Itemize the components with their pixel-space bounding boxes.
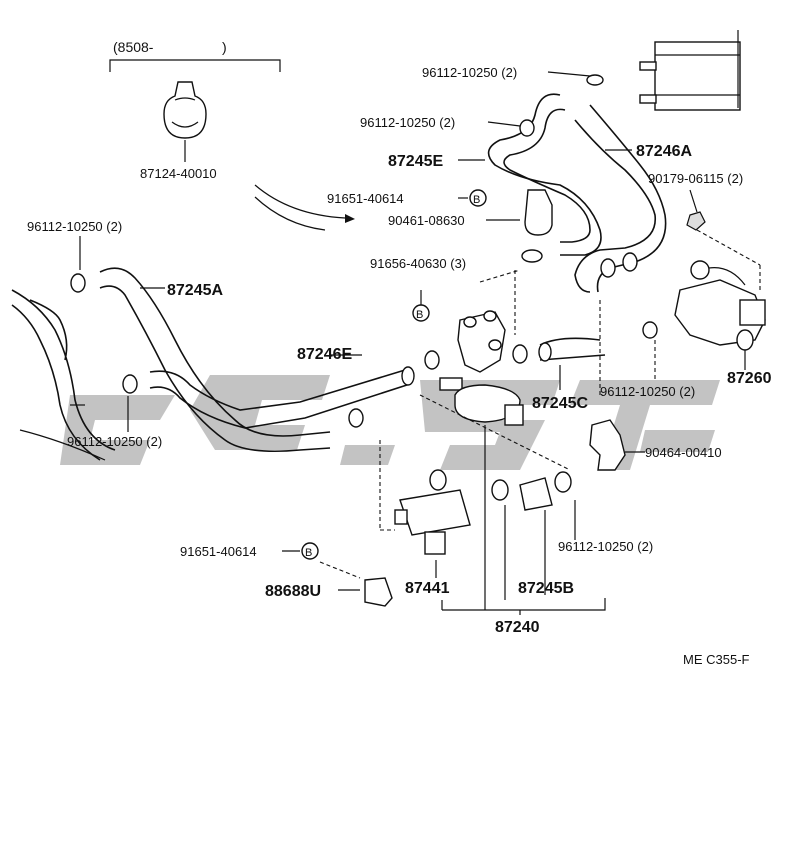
label-8508: (8508- <box>113 39 154 55</box>
reference-code: ME C355-F <box>683 652 750 667</box>
center-valve-assembly: 91656-40630 (3) B 87245C <box>370 256 606 471</box>
label-96112-lowright: 96112-10250 (2) <box>558 539 653 554</box>
label-91651-top: 91651-40614 <box>327 191 404 206</box>
label-91656-40630: 91656-40630 (3) <box>370 256 466 271</box>
clamp-bracket-group: (8508- ) 87124-40010 <box>109 39 355 231</box>
svg-text:B: B <box>416 309 423 321</box>
label-96112-top1: 96112-10250 (2) <box>422 65 517 80</box>
label-90464-00410: 90464-00410 <box>645 445 722 460</box>
bolt-b-mark-icon <box>469 189 487 207</box>
upper-hoses: 96112-10250 (2) 96112-10250 (2) 87245E 8… <box>360 65 692 293</box>
label-96112-right: 96112-10250 (2) <box>600 384 695 399</box>
label-87246E: 87246E <box>297 346 352 363</box>
label-96112-top2: 96112-10250 (2) <box>360 115 455 130</box>
label-87441: 87441 <box>405 580 450 597</box>
label-87245C: 87245C <box>532 395 588 412</box>
charcoal-canister <box>639 30 741 111</box>
lower-components: 96112-10250 (2) 91651-40614 B 88688U 874… <box>180 425 653 636</box>
label-87260: 87260 <box>727 370 772 387</box>
bracket-90464: 90464-00410 <box>589 419 722 471</box>
bolt-b-mark-icon <box>301 542 319 560</box>
label-90179-06115: 90179-06115 (2) <box>648 171 743 186</box>
clip-90461-group: 91651-40614 B 90461-08630 90179-06115 (2… <box>327 171 761 290</box>
svg-text:B: B <box>305 547 312 559</box>
label-96112-lowleft: 96112-10250 (2) <box>67 434 162 449</box>
label-88688U: 88688U <box>265 583 321 600</box>
watermark-logo <box>60 375 720 470</box>
label-87245A: 87245A <box>167 282 223 299</box>
label-87246A: 87246A <box>636 143 692 160</box>
left-hoses: 96112-10250 (2) 87245A 87246E 96112-1025… <box>11 219 440 461</box>
hose-clamp-87124 <box>163 81 207 139</box>
label-87245B: 87245B <box>518 580 574 597</box>
label-96112-left: 96112-10250 (2) <box>27 219 122 234</box>
label-87245E: 87245E <box>388 153 443 170</box>
svg-text:B: B <box>473 194 480 206</box>
label-87124-40010: 87124-40010 <box>140 166 217 181</box>
label-8508-close: ) <box>222 39 227 55</box>
label-87240: 87240 <box>495 619 540 636</box>
arrow-icon <box>345 214 355 223</box>
vacuum-switching-valve-87260: 87260 96112-10250 (2) <box>600 260 772 399</box>
label-90461-08630: 90461-08630 <box>388 213 465 228</box>
label-91651-bottom: 91651-40614 <box>180 544 257 559</box>
